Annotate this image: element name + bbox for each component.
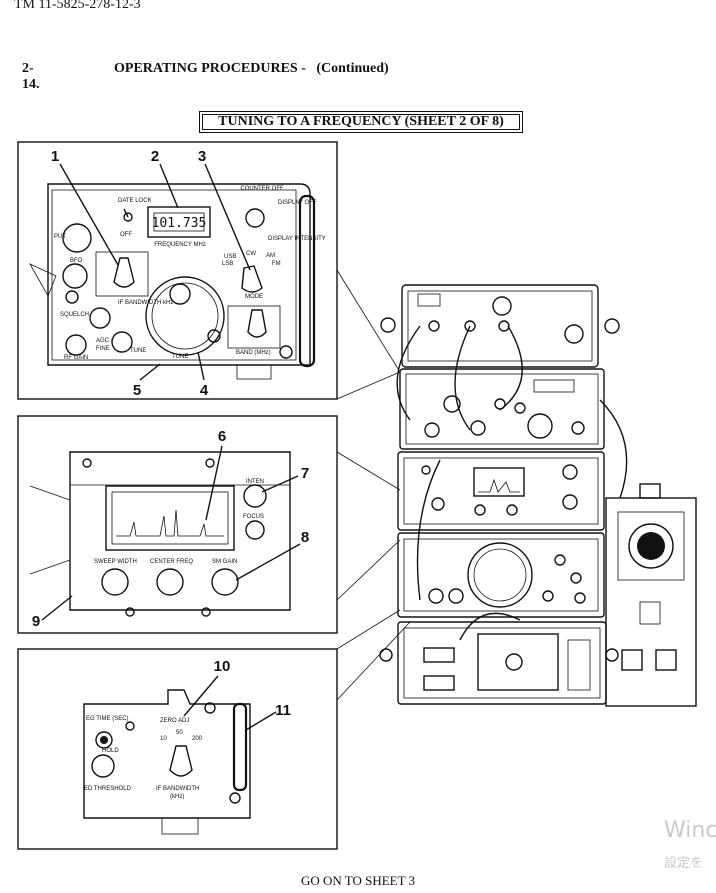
svg-text:SWEEP WIDTH: SWEEP WIDTH bbox=[94, 559, 137, 565]
svg-text:HOLD: HOLD bbox=[102, 748, 119, 754]
if-bandwidth-knob bbox=[113, 257, 135, 288]
svg-text:DATE LOCK: DATE LOCK bbox=[118, 198, 152, 204]
section-suffix: (Continued) bbox=[316, 61, 389, 76]
callout-4: 4 bbox=[200, 382, 209, 399]
center-freq-knob bbox=[156, 568, 184, 596]
callout-9: 9 bbox=[32, 613, 40, 630]
svg-text:50: 50 bbox=[176, 730, 183, 736]
section-title: OPERATING PROCEDURES - (Continued) bbox=[114, 61, 389, 76]
rack-unit-meter bbox=[397, 532, 605, 618]
callout-8: 8 bbox=[301, 529, 309, 546]
speaker-grille bbox=[628, 523, 674, 569]
callout-1: 1 bbox=[51, 148, 59, 165]
svg-text:EG TIME (SEC): EG TIME (SEC) bbox=[86, 716, 129, 722]
bandwidth-detail-frame bbox=[17, 648, 338, 850]
sweep-width-knob bbox=[101, 568, 129, 596]
sm-gain-knob bbox=[211, 568, 239, 596]
svg-text:DISPLAY OFF: DISPLAY OFF bbox=[278, 200, 317, 206]
svg-text:AGC: AGC bbox=[96, 338, 110, 344]
svg-text:TUNE: TUNE bbox=[172, 354, 188, 360]
svg-text:AM: AM bbox=[266, 253, 275, 259]
svg-text:INTEN: INTEN bbox=[246, 479, 264, 485]
svg-text:IF BANDWIDTH: IF BANDWIDTH bbox=[156, 786, 199, 792]
threshold-knob bbox=[91, 754, 115, 778]
svg-text:MODE: MODE bbox=[245, 294, 263, 300]
svg-text:USB: USB bbox=[224, 254, 236, 260]
figure-title: TUNING TO A FREQUENCY (SHEET 2 OF 8) bbox=[199, 111, 523, 133]
spectrum-trace bbox=[116, 509, 224, 537]
svg-text:ZERO ADJ: ZERO ADJ bbox=[160, 718, 189, 724]
svg-text:BAND (MHz): BAND (MHz) bbox=[236, 350, 271, 356]
svg-text:BFO: BFO bbox=[70, 258, 83, 264]
receiver-front-panel: 101.735 FREQUENCY MHz COUNTER OFF DISPLA… bbox=[29, 183, 326, 380]
continuation-note: GO ON TO SHEET 3 bbox=[300, 873, 416, 888]
equipment-rack bbox=[379, 284, 697, 707]
frequency-display bbox=[147, 206, 211, 238]
spectrum-detail-frame bbox=[17, 415, 338, 634]
lock-toggle bbox=[123, 212, 133, 222]
svg-text:LSB: LSB bbox=[222, 261, 233, 267]
rack-unit-receiver bbox=[399, 368, 605, 450]
output-knob bbox=[62, 223, 92, 253]
if-bandwidth-selector bbox=[169, 745, 193, 777]
spectrum-panel: INTEN FOCUS SWEEP WIDTH CENTER FREQ SM G… bbox=[29, 451, 291, 617]
callout-5: 5 bbox=[133, 382, 141, 399]
frequency-meter-dial bbox=[467, 542, 533, 608]
rack-unit-spectrum bbox=[397, 451, 605, 531]
svg-text:COUNTER OFF: COUNTER OFF bbox=[240, 186, 284, 192]
hold-button bbox=[95, 731, 113, 749]
svg-text:FOCUS: FOCUS bbox=[243, 514, 264, 520]
squelch-switch bbox=[65, 290, 79, 304]
svg-text:OFF: OFF bbox=[120, 232, 132, 238]
svg-text:SM GAIN: SM GAIN bbox=[212, 559, 237, 565]
svg-text:200: 200 bbox=[192, 736, 203, 742]
svg-text:FREQUENCY MHz: FREQUENCY MHz bbox=[154, 242, 206, 248]
zero-adj-screw bbox=[204, 702, 216, 714]
frequency-readout: 101.735 bbox=[152, 216, 207, 231]
callout-10: 10 bbox=[214, 658, 231, 675]
bandwidth-panel: EG TIME (SEC) HOLD ED THRESHOLD ZERO ADJ… bbox=[83, 689, 251, 835]
rf-gain-knob bbox=[65, 334, 87, 356]
display-intensity-knob bbox=[245, 208, 265, 228]
callout-3: 3 bbox=[198, 148, 206, 165]
svg-text:SQUELCH: SQUELCH bbox=[60, 312, 89, 318]
callout-11: 11 bbox=[275, 702, 291, 719]
activation-watermark: Winc bbox=[664, 818, 716, 843]
svg-text:PUT: PUT bbox=[54, 234, 66, 240]
mode-switch bbox=[241, 265, 263, 293]
callout-7: 7 bbox=[301, 465, 309, 482]
intensity-knob bbox=[243, 484, 267, 508]
focus-knob bbox=[245, 520, 265, 540]
spectrum-screen bbox=[105, 485, 235, 551]
bandwidth-panel-handle bbox=[232, 702, 248, 792]
svg-text:IF BANDWIDTH kHz: IF BANDWIDTH kHz bbox=[118, 300, 173, 306]
panel-handle bbox=[298, 194, 316, 368]
tune-dial bbox=[145, 276, 225, 356]
svg-text:CENTER FREQ: CENTER FREQ bbox=[150, 559, 193, 565]
rack-unit-top bbox=[401, 284, 599, 368]
svg-text:FM: FM bbox=[272, 261, 281, 267]
svg-text:10: 10 bbox=[160, 736, 167, 742]
activation-watermark-sub: 設定を bbox=[664, 856, 704, 871]
agc-knob bbox=[89, 307, 111, 329]
callout-2: 2 bbox=[151, 148, 159, 165]
callout-6: 6 bbox=[218, 428, 226, 445]
bfo-knob bbox=[62, 263, 88, 289]
svg-text:TUNE: TUNE bbox=[130, 348, 146, 354]
document-number: TM 11-5825-278-12-3 bbox=[14, 0, 141, 12]
svg-text:ED THRESHOLD: ED THRESHOLD bbox=[84, 786, 132, 792]
band-switch bbox=[247, 309, 267, 338]
section-number: 2-14. bbox=[22, 61, 40, 92]
svg-text:RF GAIN: RF GAIN bbox=[64, 355, 88, 361]
svg-text:(kHz): (kHz) bbox=[170, 794, 184, 800]
svg-text:FINE: FINE bbox=[96, 346, 110, 352]
svg-text:DISPLAY INTENSITY: DISPLAY INTENSITY bbox=[268, 236, 326, 242]
fine-tune-knob bbox=[111, 331, 133, 353]
svg-text:CW: CW bbox=[246, 251, 256, 257]
